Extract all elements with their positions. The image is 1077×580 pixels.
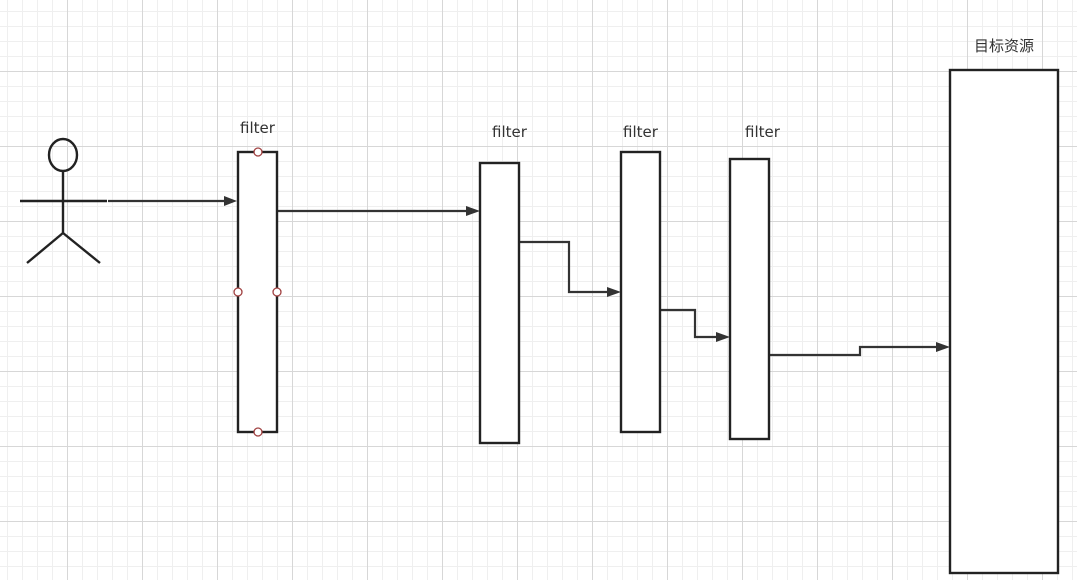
filter-box-3[interactable] bbox=[619, 150, 662, 434]
connector-filter-4-to-target[interactable] bbox=[769, 342, 950, 357]
selection-handle-top[interactable] bbox=[253, 147, 263, 157]
actor-head bbox=[47, 137, 79, 173]
connector-actor-to-filter-1[interactable] bbox=[108, 196, 237, 206]
filter-box-4[interactable] bbox=[728, 157, 771, 441]
filter-label-1: filter bbox=[240, 119, 276, 137]
arrowhead-icon bbox=[936, 342, 950, 352]
connector-filter-1-to-filter-2[interactable] bbox=[277, 206, 480, 216]
arrowhead-icon bbox=[466, 206, 480, 216]
connector-filter-2-to-filter-3[interactable] bbox=[519, 240, 621, 297]
filter-box-1[interactable] bbox=[236, 150, 279, 434]
target-resource-box[interactable] bbox=[948, 68, 1060, 575]
actor-right-leg bbox=[62, 232, 101, 264]
filter-box-2[interactable] bbox=[478, 161, 521, 445]
arrowhead-icon bbox=[224, 196, 237, 206]
arrowhead-icon bbox=[607, 287, 621, 297]
selection-handle-bottom[interactable] bbox=[253, 427, 263, 437]
filter-label-3: filter bbox=[623, 123, 659, 141]
filter-label-2: filter bbox=[492, 123, 528, 141]
arrowhead-icon bbox=[716, 332, 730, 342]
user-actor[interactable] bbox=[20, 137, 107, 264]
selection-handle-left[interactable] bbox=[233, 287, 243, 297]
connector-filter-3-to-filter-4[interactable] bbox=[660, 308, 730, 342]
selection-handle-right[interactable] bbox=[272, 287, 282, 297]
filter-label-4: filter bbox=[745, 123, 781, 141]
actor-left-leg bbox=[26, 232, 64, 264]
target-resource-label: 目标资源 bbox=[974, 37, 1034, 55]
